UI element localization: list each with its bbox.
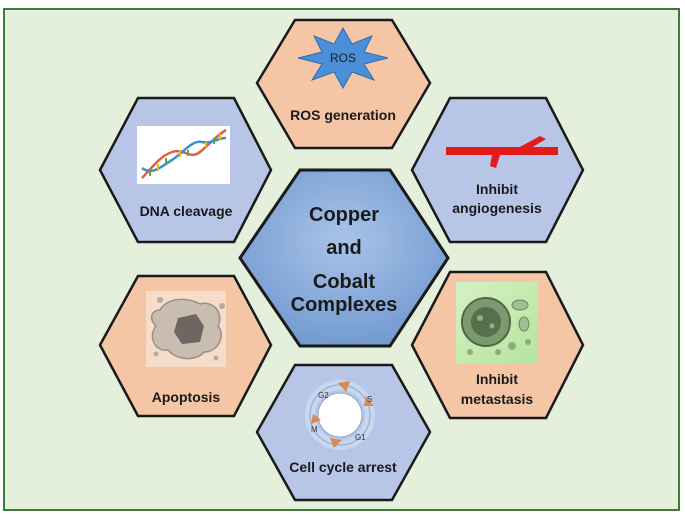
blood-vessel-icon [446,136,558,168]
angiogenesis-label-line2: angiogenesis [452,200,542,216]
center-title-line4: Complexes [291,294,398,316]
dna-cleavage-label: DNA cleavage [140,203,233,219]
metastasis-label-line2: metastasis [461,391,534,407]
angiogenesis-label-line1: Inhibit [476,181,518,197]
phase-g1-label: G1 [355,433,366,442]
phase-m-label: M [311,425,318,434]
hexagon-inhibit-metastasis: Inhibit metastasis [410,270,585,420]
hexagon-inhibit-angiogenesis: Inhibit angiogenesis [410,96,585,244]
phase-s-label: S [367,395,372,404]
cell-cycle-arrest-label: Cell cycle arrest [289,459,397,475]
hexagon-apoptosis: Apoptosis [98,274,273,418]
center-hexagon: Copper and Cobalt Complexes [238,168,450,348]
center-title-line3: Cobalt [313,271,376,293]
ros-starburst-icon: ROS [297,26,389,90]
center-title-line2: and [326,237,362,259]
phase-g2-label: G2 [318,391,329,400]
hexagon-ros-generation: ROS ROS generation [255,18,432,150]
center-title-line1: Copper [309,204,379,226]
apoptotic-cell-icon [146,291,226,367]
ros-generation-label: ROS generation [290,107,396,123]
hexagon-cell-cycle-arrest: G2 S M G1 Cell cycle arrest [255,363,432,502]
cell-cycle-icon: G2 S M G1 [305,380,375,450]
apoptosis-label: Apoptosis [152,389,221,405]
metastatic-cell-icon [456,282,538,364]
hexagon-dna-cleavage: DNA cleavage [98,96,273,244]
metastasis-label-line1: Inhibit [476,371,518,387]
dna-helix-icon [137,126,230,184]
ros-icon-label: ROS [330,51,356,65]
